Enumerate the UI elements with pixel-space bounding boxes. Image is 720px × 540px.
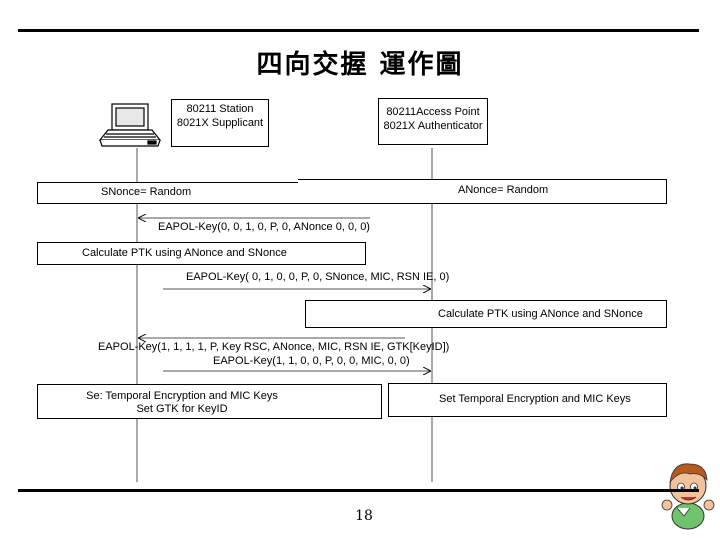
page-title: 四向交握 運作圖 (256, 50, 464, 80)
msg2-label: EAPOL-Key( 0, 1, 0, 0, P, 0, SNonce, MIC… (186, 271, 450, 283)
final-ap-line1: Set Temporal Encryption and MIC Keys (439, 393, 631, 405)
access-point-role: 8021X Authenticator (383, 120, 483, 132)
cartoon-mascot-icon (661, 463, 715, 530)
laptop-icon (98, 103, 162, 147)
station-title: 80211 Station (186, 103, 254, 115)
msg1-label: EAPOL-Key(0, 0, 1, 0, P, 0, ANonce 0, 0,… (158, 221, 370, 233)
top-rule (18, 29, 699, 32)
bottom-rule (18, 489, 699, 492)
calc-ap-box (305, 300, 667, 328)
msg3-label: EAPOL-Key(1, 1, 1, 1, P, Key RSC, ANonce… (98, 341, 450, 353)
calc-station-label: Calculate PTK using ANonce and SNonce (82, 247, 287, 259)
final-box-ap (388, 383, 667, 417)
access-point-title: 80211Access Point (386, 106, 480, 118)
anonce-label: ANonce= Random (458, 184, 549, 196)
final-station-line2: Set GTK for KeyID (136, 403, 228, 415)
calc-ap-label: Calculate PTK using ANonce and SNonce (438, 308, 643, 320)
final-box-station (37, 384, 382, 419)
station-box (171, 99, 269, 147)
msg4-label: EAPOL-Key(1, 1, 0, 0, P, 0, 0, MIC, 0, 0… (213, 355, 410, 367)
nonce-box-ap (298, 179, 667, 204)
calc-station-box (37, 242, 366, 265)
station-role: 8021X Supplicant (176, 117, 264, 129)
page-number: 18 (355, 508, 373, 524)
snonce-label: SNonce= Random (101, 186, 192, 198)
final-station-line1: Se: Temporal Encryption and MIC Keys (86, 390, 278, 402)
access-point-box (378, 98, 488, 145)
